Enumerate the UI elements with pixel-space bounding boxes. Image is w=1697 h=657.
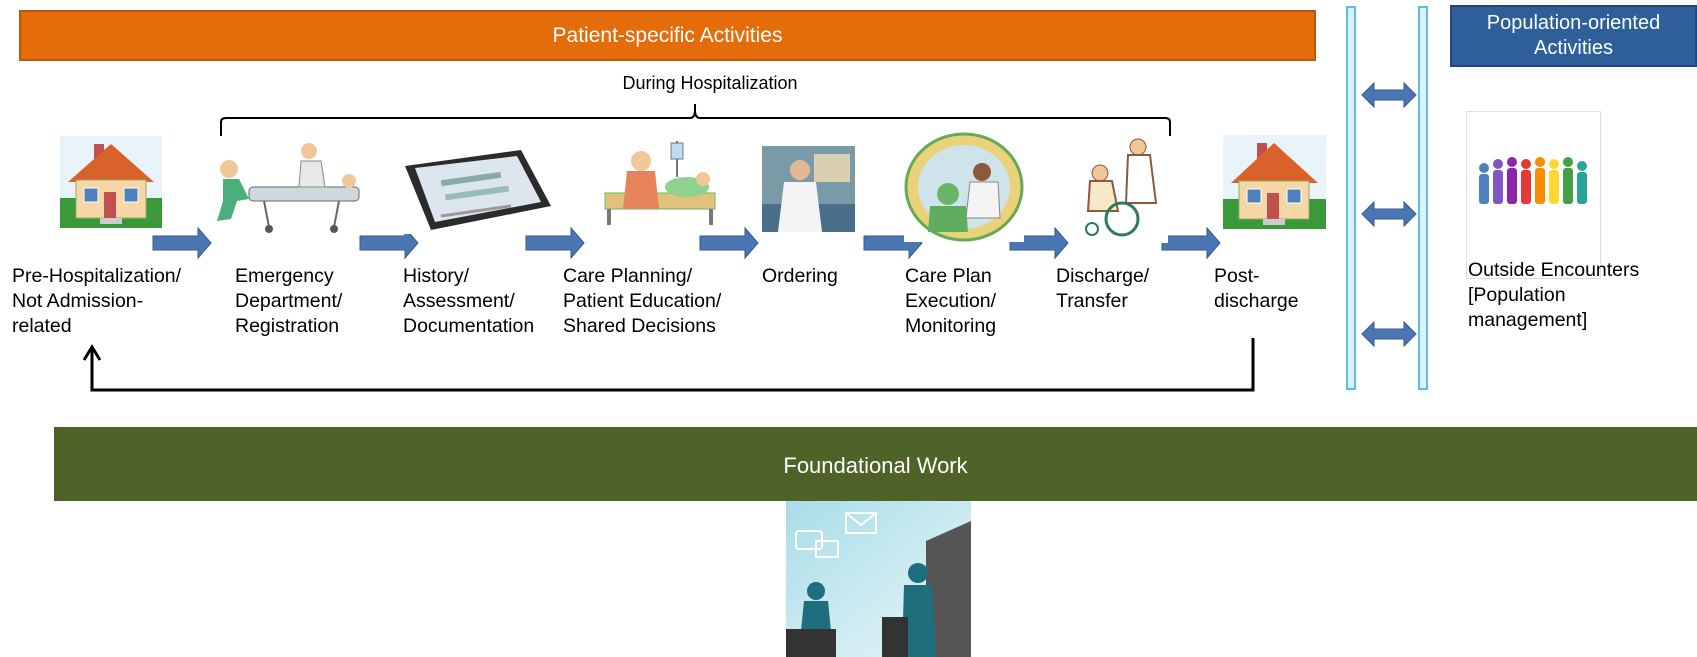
flow-arrow-icon bbox=[1009, 226, 1069, 260]
flow-arrow-icon bbox=[152, 226, 212, 260]
population-oriented-banner: Population-oriented Activities bbox=[1450, 5, 1697, 67]
feedback-loop-arrowhead bbox=[82, 344, 102, 361]
step-label-care-planning: Care Planning/ Patient Education/ Shared… bbox=[563, 265, 722, 337]
tablet-icon bbox=[401, 146, 553, 234]
house-icon bbox=[60, 136, 162, 228]
flow-arrow-icon bbox=[525, 226, 585, 260]
step-label-discharge: Discharge/ Transfer bbox=[1056, 265, 1150, 312]
during-hospitalization-label: During Hospitalization bbox=[622, 73, 798, 93]
foundational-work-label: Foundational Work bbox=[783, 453, 968, 478]
divider-bar-right bbox=[1418, 6, 1428, 390]
flow-arrow-icon bbox=[699, 226, 759, 260]
step-label-pre-hospitalization: Pre-Hospitalization/ Not Admission- rela… bbox=[12, 265, 182, 337]
doctor-ordering-icon bbox=[762, 146, 855, 232]
step-label-post-discharge: Post- discharge bbox=[1214, 265, 1299, 312]
ambulance-stretcher-icon bbox=[209, 139, 367, 234]
foundational-work-banner: Foundational Work bbox=[54, 427, 1697, 501]
population-oriented-label: Population-oriented Activities bbox=[1486, 12, 1661, 59]
step-label-ordering: Ordering bbox=[762, 265, 838, 287]
people-group-icon bbox=[1479, 157, 1587, 204]
nurse-bedside-icon bbox=[597, 137, 721, 227]
step-label-emergency: Emergency Department/ Registration bbox=[235, 265, 343, 337]
divider-bar-left bbox=[1346, 6, 1356, 390]
wheelchair-icon bbox=[1068, 133, 1168, 243]
outside-encounters-label: Outside Encounters [Population managemen… bbox=[1468, 259, 1640, 331]
patient-specific-banner: Patient-specific Activities bbox=[19, 10, 1316, 61]
house-icon bbox=[1223, 135, 1326, 229]
surgery-team-icon bbox=[904, 132, 1024, 242]
hospitalization-brace bbox=[220, 104, 1171, 136]
population-picture-frame bbox=[1466, 111, 1601, 279]
patient-specific-label: Patient-specific Activities bbox=[552, 23, 783, 47]
double-arrow-icon bbox=[1361, 200, 1417, 228]
foundational-work-picture bbox=[786, 501, 971, 657]
step-label-history: History/ Assessment/ Documentation bbox=[403, 265, 535, 337]
double-arrows bbox=[1361, 81, 1417, 348]
step-label-care-plan-execution: Care Plan Execution/ Monitoring bbox=[905, 265, 997, 337]
double-arrow-icon bbox=[1361, 81, 1417, 109]
flow-arrow-icon bbox=[1161, 226, 1221, 260]
double-arrow-icon bbox=[1361, 320, 1417, 348]
flow-arrow-icon bbox=[359, 226, 419, 260]
feedback-loop-line bbox=[90, 338, 1255, 392]
